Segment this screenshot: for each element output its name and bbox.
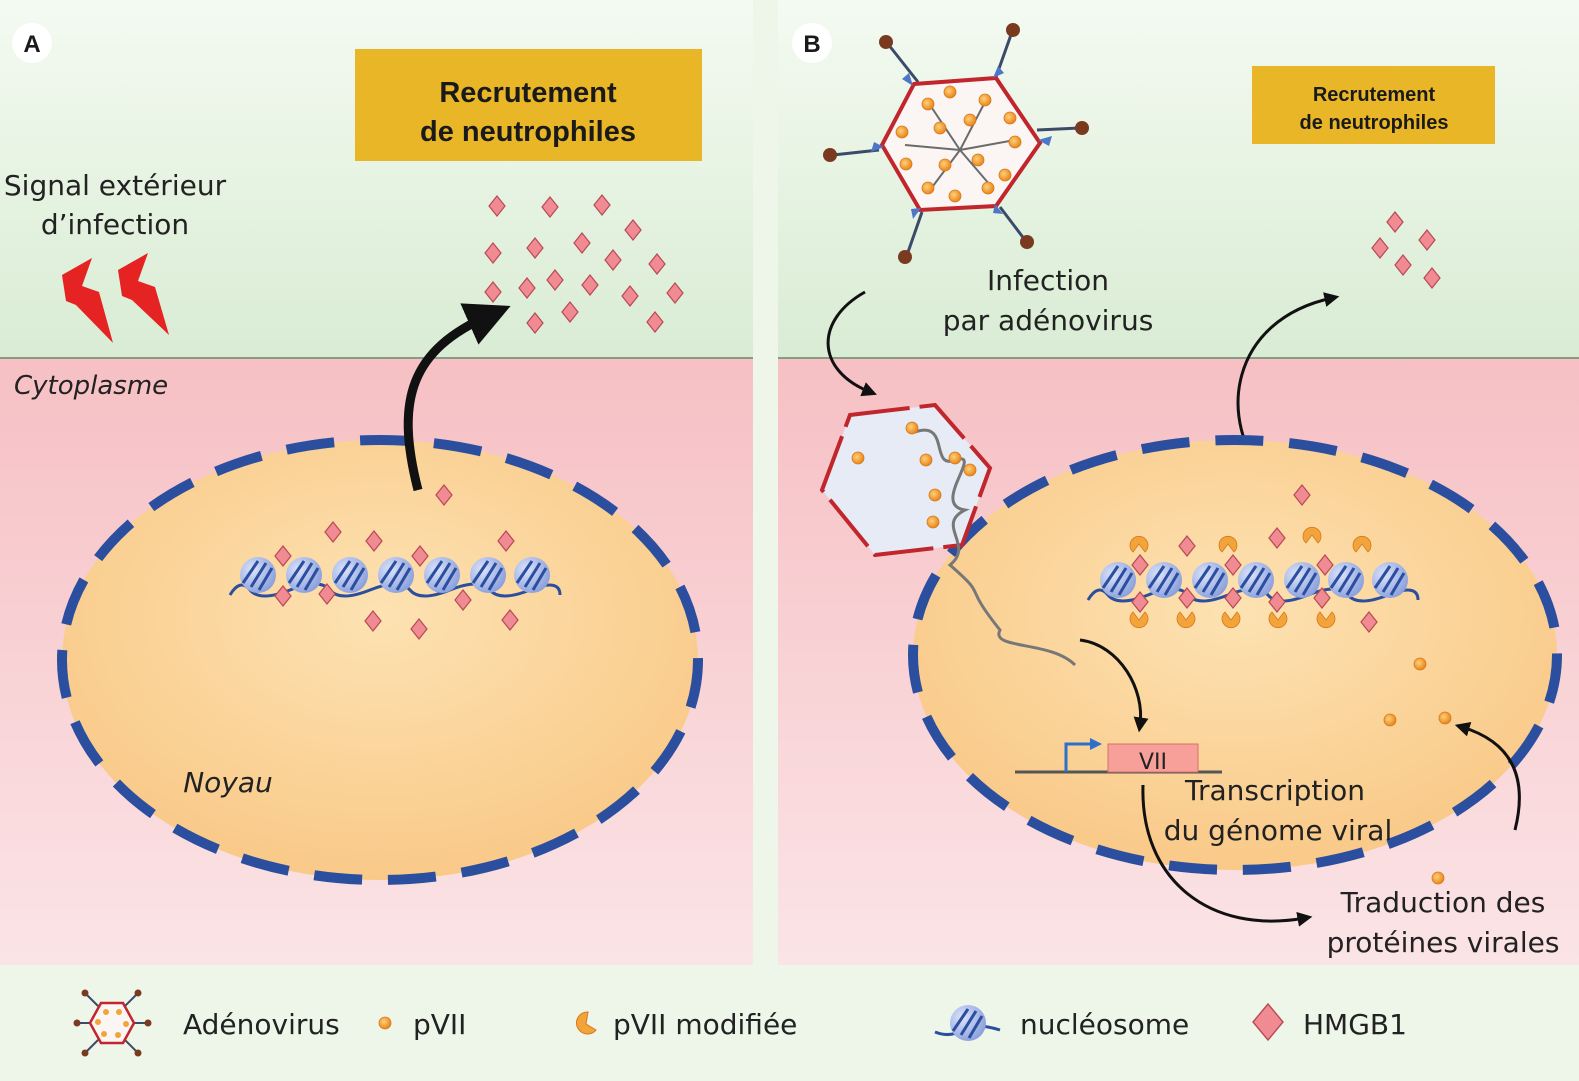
adenovirus-icon [823,23,1089,264]
panel-b-label: B [803,31,820,58]
recruitment-banner-b-line2: de neutrophiles [1300,112,1449,134]
legend-adenovirus-label: Adénovirus [183,1008,340,1041]
transcription-label-line1: Transcription [1184,774,1365,807]
import-arrow [1454,721,1521,831]
translation-label-line2: protéines virales [1327,926,1560,959]
pvii-dot [1413,657,1427,671]
chromatin-b [1086,526,1420,629]
panel-b-badge [792,23,832,63]
recruitment-banner-a [355,49,702,161]
translation-arrow [1141,784,1313,927]
infection-label-line1: Infection [987,264,1109,297]
legend: Adénovirus pVII pVII modifiée nucléosome… [0,965,1579,1081]
nucleosome-icon [284,555,324,595]
nucleus-b [908,435,1562,875]
transcription-label-line2: du génome viral [1164,814,1393,847]
nucleosome-icon [1236,560,1276,600]
secretion-arrow-a [403,303,511,492]
panel-a-label: A [23,31,40,58]
signal-label-line1: Signal extérieur [4,169,227,202]
pvii-dot [1438,711,1452,725]
lightning-icon [118,253,169,335]
nucleosome-icon [1144,560,1184,600]
nucleosome-icon [422,555,462,595]
recruitment-banner-b-line1: Recrutement [1313,84,1436,106]
legend-nucleosome-label: nucléosome [1020,1008,1189,1041]
legend-pvii-icon [378,1016,392,1030]
nucleosome-icon [1190,560,1230,600]
extracellular-area-b [778,0,1579,358]
transcription-arrow [1079,638,1149,733]
cytoplasm-label: Cytoplasme [14,371,168,401]
infection-label-line2: par adénovirus [943,304,1154,337]
recruitment-banner-a-line1: Recrutement [439,77,617,109]
nucleosome-icon [1282,560,1322,600]
panel-a: A Recrutement de neutrophiles Signal ext… [0,0,753,965]
nucleus-a [57,435,703,885]
nucleosome-icon [1326,560,1366,600]
legend-hmgb1-icon [1252,1002,1284,1042]
nucleosome-icon [330,555,370,595]
translation-label-line1: Traduction des [1340,886,1546,919]
legend-pvii-label: pVII [413,1008,466,1041]
nucleus-label: Noyau [183,766,273,799]
panel-a-badge [12,23,52,63]
panel-b: B Recrutement de neutrophiles [778,0,1579,965]
gene-label: VII [1139,750,1167,775]
gene-vii-box [1107,743,1199,773]
legend-pvii-modified-icon [576,1011,597,1035]
nucleosome-icon [1098,560,1138,600]
legend-adenovirus-icon [73,989,152,1057]
legend-hmgb1-label: HMGB1 [1303,1008,1407,1041]
pvii-dot [1383,713,1397,727]
entry-arrow [826,290,877,397]
promoter-arrowhead-icon [1090,738,1102,750]
nucleosome-icon [1370,560,1410,600]
promoter-arrow-icon [1064,742,1090,772]
recruitment-banner-b [1252,66,1495,144]
pvii-dot [1431,871,1445,885]
nucleosome-icon [468,555,508,595]
lightning-icon [62,258,113,343]
recruitment-banner-a-line2: de neutrophiles [420,116,636,148]
signal-label-line2: d’infection [41,208,189,241]
viral-gene: VII [1015,738,1222,775]
legend-background [0,965,1579,1081]
legend-pvii-modified-label: pVII modifiée [613,1008,797,1041]
nucleosome-icon [376,555,416,595]
legend-nucleosome-icon [934,1003,1001,1043]
nucleosome-icon [238,555,278,595]
uncoating-capsid [819,402,1077,667]
nucleosome-icon [512,555,552,595]
chromatin-a [228,555,562,598]
